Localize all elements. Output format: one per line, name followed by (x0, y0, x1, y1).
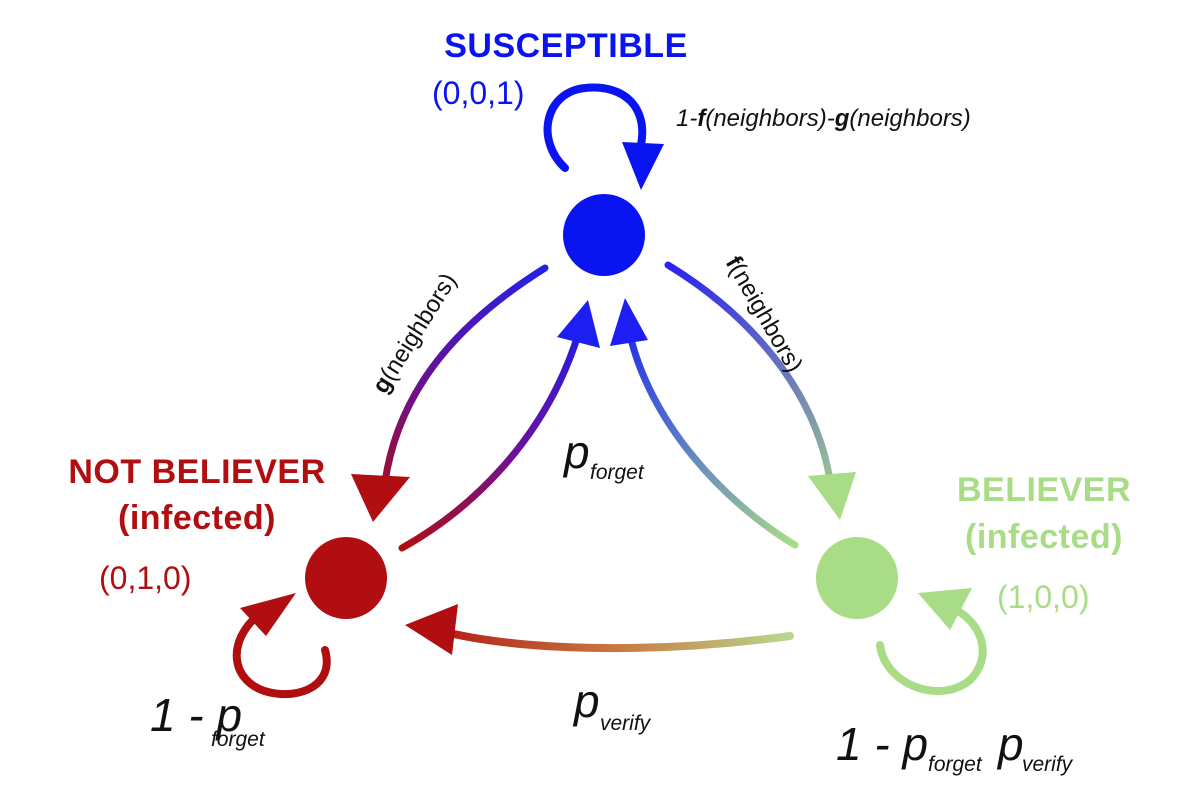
label-believer-self-sub1: forget (928, 753, 983, 776)
susceptible-code: (0,0,1) (432, 75, 524, 111)
arrow-not-believer-to-susceptible (398, 300, 600, 552)
not-believer-title: NOT BELIEVER (68, 453, 325, 491)
not-believer-code: (0,1,0) (99, 560, 191, 596)
label-p-verify-sub: verify (600, 712, 652, 735)
label-susceptible-self: 1-f(neighbors)-g(neighbors) (676, 105, 971, 132)
self-loop-not-believer (232, 593, 331, 699)
arrow-believer-to-susceptible (610, 298, 799, 549)
node-not-believer (305, 537, 387, 619)
label-believer-self-sub2: verify (1022, 753, 1074, 776)
self-loop-believer (876, 588, 987, 695)
node-susceptible (563, 194, 645, 276)
label-not-believer-self-sub: forget (211, 728, 266, 751)
believer-subtitle: (infected) (965, 518, 1123, 556)
label-g-neighbors: g(neighbors) (367, 268, 462, 398)
not-believer-subtitle: (infected) (118, 499, 276, 537)
node-believer (816, 537, 898, 619)
label-p-verify: p (572, 675, 600, 727)
arrow-susceptible-to-not-believer (351, 264, 549, 522)
label-p-forget: p (562, 426, 590, 478)
arrow-susceptible-to-believer (664, 261, 856, 520)
believer-code: (1,0,0) (997, 579, 1089, 615)
label-p-forget-sub: forget (590, 461, 645, 484)
label-believer-self-p2: p (996, 718, 1024, 770)
arrow-believer-to-not-believer (405, 604, 794, 655)
self-loop-susceptible (543, 83, 664, 190)
believer-title: BELIEVER (957, 471, 1131, 509)
susceptible-title: SUSCEPTIBLE (444, 27, 688, 65)
label-not-believer-self: 1 - p (150, 689, 242, 741)
label-believer-self: 1 - p (836, 718, 928, 770)
